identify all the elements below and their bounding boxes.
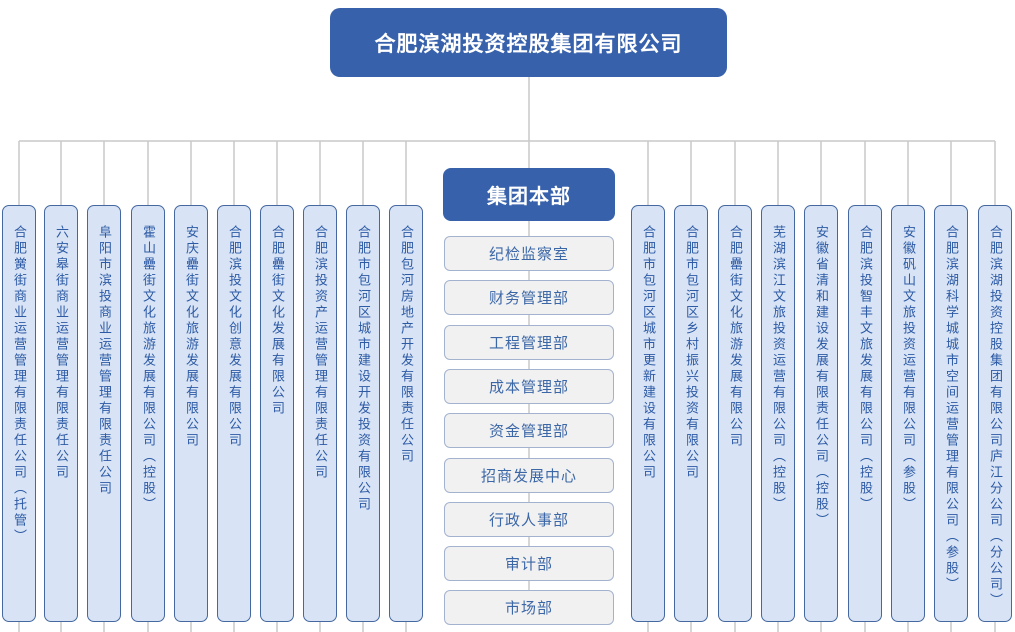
subsidiary-box: 合肥黉街商业运营管理有限责任公司（托管）: [2, 205, 36, 622]
department-box: 市场部: [444, 590, 614, 625]
subsidiary-box: 合肥市包河区城市更新建设有限公司: [631, 205, 665, 622]
subsidiary-box: 霍山罍街文化旅游发展有限公司（控股）: [131, 205, 165, 622]
department-box: 资金管理部: [444, 413, 614, 448]
subsidiary-box: 芜湖滨江文旅投资运营有限公司（控股）: [761, 205, 795, 622]
department-box: 工程管理部: [444, 325, 614, 360]
subsidiary-box: 安徽省清和建设发展有限责任公司（控股）: [804, 205, 838, 622]
headquarters-label: 集团本部: [487, 186, 571, 208]
root-company-label: 合肥滨湖投资控股集团有限公司: [374, 32, 683, 56]
subsidiary-box: 合肥滨湖科学城城市空间运营管理有限公司（参股）: [934, 205, 968, 622]
subsidiary-box: 合肥滨投智丰文旅发展有限公司（控股）: [848, 205, 882, 622]
root-company-box: 合肥滨湖投资控股集团有限公司: [330, 8, 727, 77]
subsidiary-box: 六安皋街商业运营管理有限责任公司: [44, 205, 78, 622]
headquarters-box: 集团本部: [443, 168, 615, 221]
subsidiary-box: 合肥滨投文化创意发展有限公司: [217, 205, 251, 622]
department-box: 财务管理部: [444, 280, 614, 315]
subsidiary-box: 安徽矾山文旅投资运营有限公司（参股）: [891, 205, 925, 622]
subsidiary-box: 阜阳市滨投商业运营管理有限责任公司: [87, 205, 121, 622]
department-box: 成本管理部: [444, 369, 614, 404]
subsidiary-box: 合肥市包河区乡村振兴投资有限公司: [674, 205, 708, 622]
subsidiary-box: 合肥滨投资产运营管理有限责任公司: [303, 205, 337, 622]
subsidiary-box: 合肥滨湖投资控股集团有限公司庐江分公司（分公司）: [978, 205, 1012, 622]
department-box: 审计部: [444, 546, 614, 581]
department-box: 招商发展中心: [444, 458, 614, 493]
subsidiary-box: 合肥罍街文化发展有限公司: [260, 205, 294, 622]
department-box: 纪检监察室: [444, 236, 614, 271]
subsidiary-box: 合肥罍街文化旅游发展有限公司: [718, 205, 752, 622]
subsidiary-box: 合肥市包河区城市建设开发投资有限公司: [346, 205, 380, 622]
subsidiary-box: 安庆罍街文化旅游发展有限公司: [174, 205, 208, 622]
subsidiary-box: 合肥包河房地产开发有限责任公司: [389, 205, 423, 622]
department-box: 行政人事部: [444, 502, 614, 537]
